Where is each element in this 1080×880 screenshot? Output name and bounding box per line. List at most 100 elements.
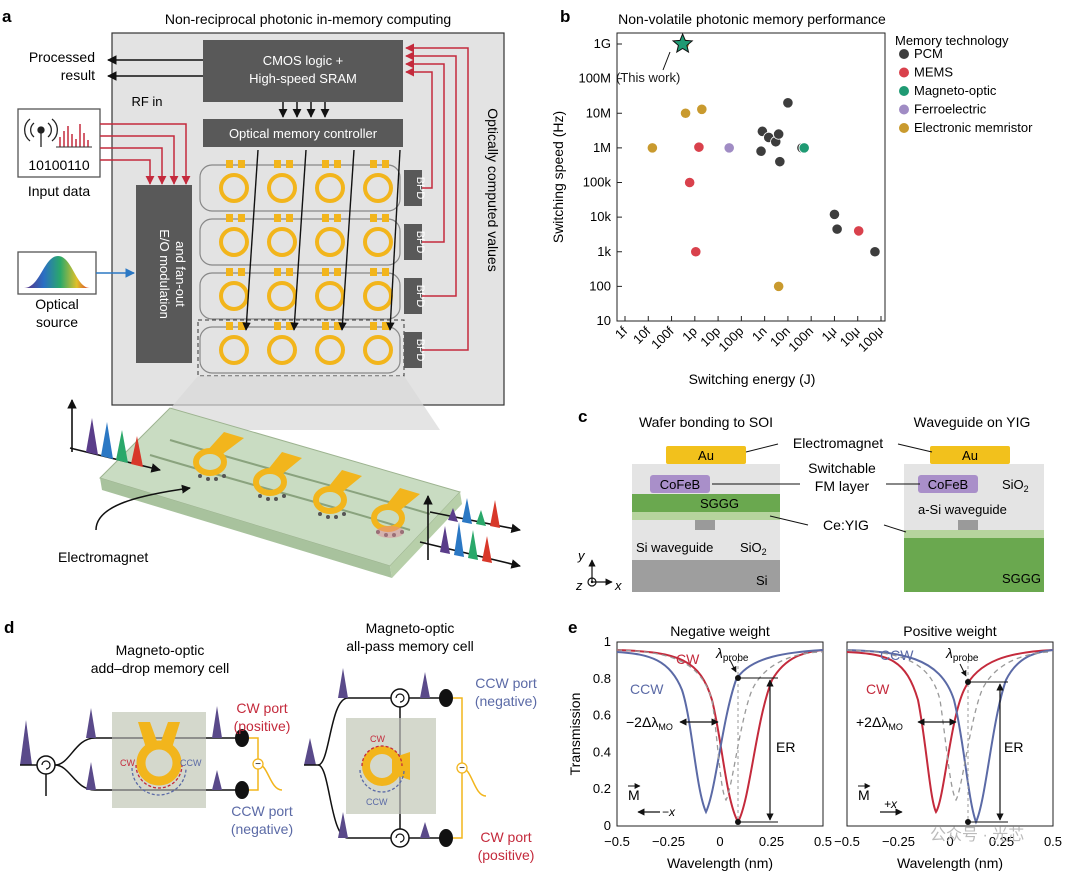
cw-port-right-1: CW port xyxy=(480,829,531,845)
panel-b-title: Non-volatile photonic memory performance xyxy=(618,11,886,27)
e-y-tick-label: 0.6 xyxy=(593,708,611,723)
data-point xyxy=(773,128,785,140)
cmos-to-controller-arrows xyxy=(278,102,330,118)
d-right-title-2: all-pass memory cell xyxy=(346,638,474,654)
cmos-label-1: CMOS logic + xyxy=(263,53,344,68)
d-ccw-label: CCW xyxy=(180,758,202,768)
legend-label: MEMS xyxy=(914,65,953,80)
legend-label: Magneto-optic xyxy=(914,83,997,98)
y-tick-label: 100 xyxy=(589,278,611,293)
e-right-ccw: CCW xyxy=(880,647,914,663)
e-left-cw: CW xyxy=(676,651,700,667)
e-right-lambda: λprobe xyxy=(945,645,979,664)
e-x-tick-label: 0.5 xyxy=(814,834,832,849)
watermark: 公众号 · 光芯 xyxy=(930,826,1024,844)
d-right-minus: − xyxy=(459,763,465,774)
input-pulses-3d xyxy=(67,399,161,473)
panel-d-letter: d xyxy=(4,618,14,637)
y-tick-label: 10k xyxy=(590,209,611,224)
c-electromagnet-label: Electromagnet xyxy=(793,435,883,451)
e-xlabel-left: Wavelength (nm) xyxy=(667,855,773,871)
e-left-lambda: λprobe xyxy=(715,645,749,664)
panel-e-letter: e xyxy=(568,618,577,637)
e-right-m: M xyxy=(858,787,870,803)
e-x-tick-label: 0.25 xyxy=(989,834,1014,849)
data-point xyxy=(853,225,865,237)
e-right-posx: +x xyxy=(884,797,898,811)
panel-c-letter: c xyxy=(578,407,587,426)
y-tick-label: 1M xyxy=(593,140,611,155)
panel-b: b Non-volatile photonic memory performan… xyxy=(550,7,1033,387)
antenna-icon xyxy=(24,118,58,147)
data-point xyxy=(869,246,881,258)
panel-d: d Magneto-optic add–drop memory cell Mag… xyxy=(4,618,537,863)
e-x-tick-label: −0.25 xyxy=(882,834,915,849)
x-tick-label: 1p xyxy=(679,324,700,345)
d-right-cw: CW xyxy=(370,734,385,744)
circulator-icon xyxy=(36,755,56,775)
data-point xyxy=(679,107,692,119)
bpd-column: BPD BPD BPD BPD xyxy=(404,170,426,368)
optical-memory-controller xyxy=(203,119,403,147)
e-x-tick-label: 0.25 xyxy=(759,834,784,849)
legend-label: Electronic memristor xyxy=(914,120,1033,135)
soi-stack xyxy=(632,446,780,592)
zoom-wedge xyxy=(152,376,440,430)
add-drop-cell xyxy=(20,706,283,808)
y-tick-label: 10 xyxy=(597,313,611,328)
chip-3d xyxy=(99,407,462,578)
all-pass-cell xyxy=(304,668,487,848)
axis-z: z xyxy=(575,578,583,593)
d-left-title-1: Magneto-optic xyxy=(116,642,205,658)
data-point xyxy=(755,145,767,157)
panel-c: c Wafer bonding to SOI Waveguide on YIG … xyxy=(575,407,1044,593)
electromagnet-label: Electromagnet xyxy=(58,549,148,565)
d-right-ccw: CCW xyxy=(366,797,388,807)
ring-crossbar xyxy=(197,149,405,377)
legend-swatch xyxy=(899,86,909,96)
y-tick-label: 10M xyxy=(586,105,611,120)
legend-title: Memory technology xyxy=(895,33,1009,48)
cmos-block xyxy=(203,40,403,102)
panel-b-letter: b xyxy=(560,7,570,26)
bpd-label-4: BPD xyxy=(414,339,426,362)
eo-modulation-block xyxy=(136,185,192,363)
data-point xyxy=(696,103,708,115)
data-point xyxy=(690,246,702,258)
data-point xyxy=(693,141,705,153)
e-right-plot xyxy=(846,641,1054,827)
sggg-left: SGGG xyxy=(700,496,739,511)
e-left-plot xyxy=(616,641,824,827)
this-work-label: (This work) xyxy=(616,70,680,85)
asi-waveguide-label: a-Si waveguide xyxy=(918,502,1007,517)
controller-label: Optical memory controller xyxy=(229,126,378,141)
chart-b-points xyxy=(646,32,881,292)
e-y-tick-label: 0.4 xyxy=(593,744,611,759)
crossbar-row-1 xyxy=(199,160,401,212)
cw-port-label-2: (positive) xyxy=(234,718,291,734)
chart-b-plot-area xyxy=(616,32,886,322)
e-left-ccw: CCW xyxy=(630,681,664,697)
processed-result-1: Processed xyxy=(29,49,95,65)
x-tick-label: 100f xyxy=(648,323,677,352)
data-point xyxy=(723,142,735,154)
legend-swatch xyxy=(899,49,909,59)
y-tick-label: 100k xyxy=(583,175,612,190)
y-tick-label: 1G xyxy=(594,36,611,51)
e-y-tick-label: 1 xyxy=(604,634,611,649)
control-lines xyxy=(242,149,401,331)
e-left-m: M xyxy=(628,787,640,803)
cw-port-label-1: CW port xyxy=(236,700,287,716)
rf-in-label: RF in xyxy=(131,94,162,109)
data-point xyxy=(684,176,696,189)
e-ylabel: Transmission xyxy=(567,693,583,776)
e-y-tick-label: 0 xyxy=(604,818,611,833)
this-work-point xyxy=(671,32,694,54)
e-right-shift: +2ΔλMO xyxy=(856,714,903,732)
bpd-label-1: BPD xyxy=(414,177,426,200)
si-waveguide-label: Si waveguide xyxy=(636,540,713,555)
switchable-label-1: Switchable xyxy=(808,460,876,476)
e-x-tick-label: −0.5 xyxy=(834,834,860,849)
